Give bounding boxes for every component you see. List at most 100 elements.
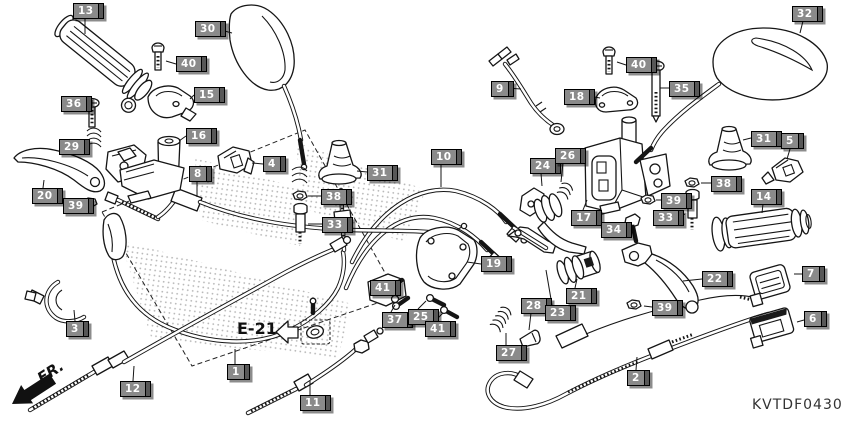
- nut-39-right: [640, 194, 656, 205]
- callout-tab: [455, 150, 461, 164]
- left-brake-lever-20: [13, 147, 106, 193]
- callout-number: 35: [674, 83, 690, 95]
- callout-number: 22: [707, 273, 723, 285]
- callout-34: 34: [601, 222, 632, 238]
- callout-tab: [345, 190, 351, 204]
- callout-38: 38: [711, 176, 742, 192]
- callout-tab: [432, 310, 438, 324]
- callout-41: 41: [425, 321, 456, 337]
- callout-number: 40: [631, 59, 647, 71]
- callout-number: 9: [496, 83, 504, 95]
- callout-tab: [507, 82, 513, 96]
- callout-39: 39: [661, 193, 692, 209]
- callout-8: 8: [189, 166, 212, 182]
- callout-36: 36: [61, 96, 92, 112]
- bolt-40-left: [151, 42, 165, 71]
- callout-number: 41: [375, 282, 391, 294]
- callout-15: 15: [194, 87, 225, 103]
- mirror-30: [228, 4, 308, 171]
- callout-26: 26: [555, 148, 586, 164]
- callout-tab: [218, 88, 224, 102]
- switch-wire-harness-9: [488, 46, 565, 136]
- screw-41b: [439, 305, 460, 320]
- callout-32: 32: [792, 6, 823, 22]
- fr-direction-arrow: [12, 373, 57, 404]
- spring-26: [556, 182, 574, 200]
- clamp-18: [594, 86, 639, 113]
- callout-tab: [449, 322, 455, 336]
- cable-clamp-4: [217, 146, 255, 175]
- callout-7: 7: [802, 266, 825, 282]
- callout-4: 4: [263, 156, 286, 172]
- callout-number: 37: [387, 314, 403, 326]
- nut-38-left: [292, 190, 308, 201]
- callout-number: 40: [181, 58, 197, 70]
- callout-2: 2: [627, 370, 650, 386]
- callout-number: 10: [436, 151, 452, 163]
- callout-33: 33: [322, 217, 353, 233]
- callout-tab: [775, 132, 781, 146]
- callout-number: 32: [797, 8, 813, 20]
- callout-tab: [205, 167, 211, 181]
- callout-number: 24: [535, 160, 551, 172]
- callout-number: 39: [666, 195, 682, 207]
- callout-tab: [82, 322, 88, 336]
- callout-25: 25: [408, 309, 439, 325]
- callout-tab: [820, 312, 826, 326]
- callout-tab: [200, 57, 206, 71]
- callout-tab: [210, 129, 216, 143]
- callout-tab: [324, 396, 330, 410]
- callout-11: 11: [300, 395, 331, 411]
- callout-number: 1: [232, 366, 240, 378]
- callout-number: 31: [372, 167, 388, 179]
- callout-number: 38: [716, 178, 732, 190]
- callout-23: 23: [545, 305, 576, 321]
- callout-number: 30: [200, 23, 216, 35]
- callout-27: 27: [496, 345, 527, 361]
- mirror-boot-31-right: [708, 125, 752, 171]
- callout-number: 39: [657, 302, 673, 314]
- callout-38: 38: [321, 189, 352, 205]
- callout-number: 19: [486, 258, 502, 270]
- callout-3: 3: [66, 321, 89, 337]
- switch-7: [749, 264, 791, 308]
- callout-number: 12: [125, 383, 141, 395]
- callout-tab: [83, 140, 89, 154]
- callout-22: 22: [702, 271, 733, 287]
- callout-13: 13: [73, 3, 104, 19]
- callout-number: 20: [37, 190, 53, 202]
- callout-tab: [818, 267, 824, 281]
- callout-tab: [56, 189, 62, 203]
- callout-number: 38: [326, 191, 342, 203]
- bolt-33-left: [293, 202, 308, 244]
- callout-tab: [97, 4, 103, 18]
- callout-number: 23: [550, 307, 566, 319]
- callout-number: 36: [66, 98, 82, 110]
- callout-39: 39: [652, 300, 683, 316]
- frame-section-ref: E-21: [237, 319, 277, 338]
- callout-39: 39: [63, 198, 94, 214]
- callout-tab: [775, 190, 781, 204]
- callout-40: 40: [626, 57, 657, 73]
- switch-housing-17: [584, 116, 671, 215]
- spring-small: [291, 166, 308, 184]
- lever-holder-15: [147, 85, 197, 122]
- callout-tab: [595, 211, 601, 225]
- callout-tab: [693, 82, 699, 96]
- callout-number: 13: [78, 5, 94, 17]
- callout-tab: [144, 382, 150, 396]
- screw-25: [425, 293, 447, 308]
- callout-number: 11: [305, 397, 321, 409]
- callout-number: 27: [501, 347, 517, 359]
- spring-27: [489, 306, 512, 333]
- callout-tab: [243, 365, 249, 379]
- callout-tab: [677, 211, 683, 225]
- callout-9: 9: [491, 81, 514, 97]
- nut-39-lever: [626, 299, 642, 310]
- callout-number: 14: [756, 191, 772, 203]
- callout-number: 15: [199, 89, 215, 101]
- cable-clamp-3: [24, 279, 87, 324]
- left-grip-13: [54, 14, 153, 113]
